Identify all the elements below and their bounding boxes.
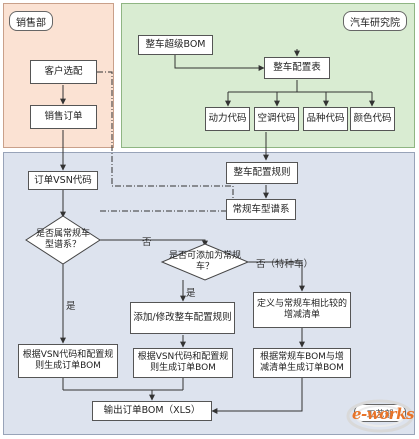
color-code-node: 颜色代码 bbox=[350, 107, 395, 131]
power-code-node: 动力代码 bbox=[205, 107, 250, 131]
decision-diamond-spectrum bbox=[25, 215, 101, 265]
gen-order-bom-left-node: 根据VSN代码和配置规则生成订单BOM bbox=[18, 344, 118, 378]
gen-order-bom-right-node: 根据常规车BOM与增减清单生成订单BOM bbox=[253, 348, 351, 378]
decision-can-add-text: 是否可添加为常规车？ bbox=[168, 251, 241, 272]
ac-code-node: 空调代码 bbox=[254, 107, 299, 131]
edge-label-yes-mid: 是 bbox=[186, 288, 196, 299]
super-bom-node: 整车超级BOM bbox=[138, 35, 213, 55]
research-zone-tag: 汽车研究院 bbox=[343, 11, 407, 31]
sales-order-node: 销售订单 bbox=[30, 105, 97, 129]
customer-selection-node: 客户选配 bbox=[30, 60, 97, 84]
regular-spectrum-node: 常规车型谱系 bbox=[226, 199, 296, 220]
order-vsn-node: 订单VSN代码 bbox=[28, 171, 98, 190]
decision-spectrum-text: 是否属常规车型谱系？ bbox=[35, 229, 90, 250]
define-diff-list-node: 定义与常规车相比较的增减清单 bbox=[253, 292, 351, 328]
sales-zone-tag: 销售部 bbox=[9, 11, 53, 31]
config-table-node: 整车配置表 bbox=[264, 57, 330, 79]
gen-order-bom-mid-node: 根据VSN代码和配置规则生成订单BOM bbox=[133, 348, 233, 378]
add-modify-rules-node: 添加/修改整车配置规则 bbox=[130, 302, 235, 334]
edge-label-yes-left: 是 bbox=[66, 301, 76, 312]
variety-code-node: 品种代码 bbox=[303, 107, 348, 131]
output-order-bom-node: 输出订单BOM（XLS） bbox=[92, 401, 212, 421]
watermark-text: e-works bbox=[352, 405, 414, 423]
e-works-logo bbox=[346, 399, 414, 433]
decision-diamond-can-add bbox=[160, 243, 250, 281]
edge-label-no: 否 bbox=[142, 237, 152, 248]
edge-label-no-special: 否（特种车） bbox=[256, 259, 314, 270]
config-rules-node: 整车配置规则 bbox=[226, 162, 298, 184]
